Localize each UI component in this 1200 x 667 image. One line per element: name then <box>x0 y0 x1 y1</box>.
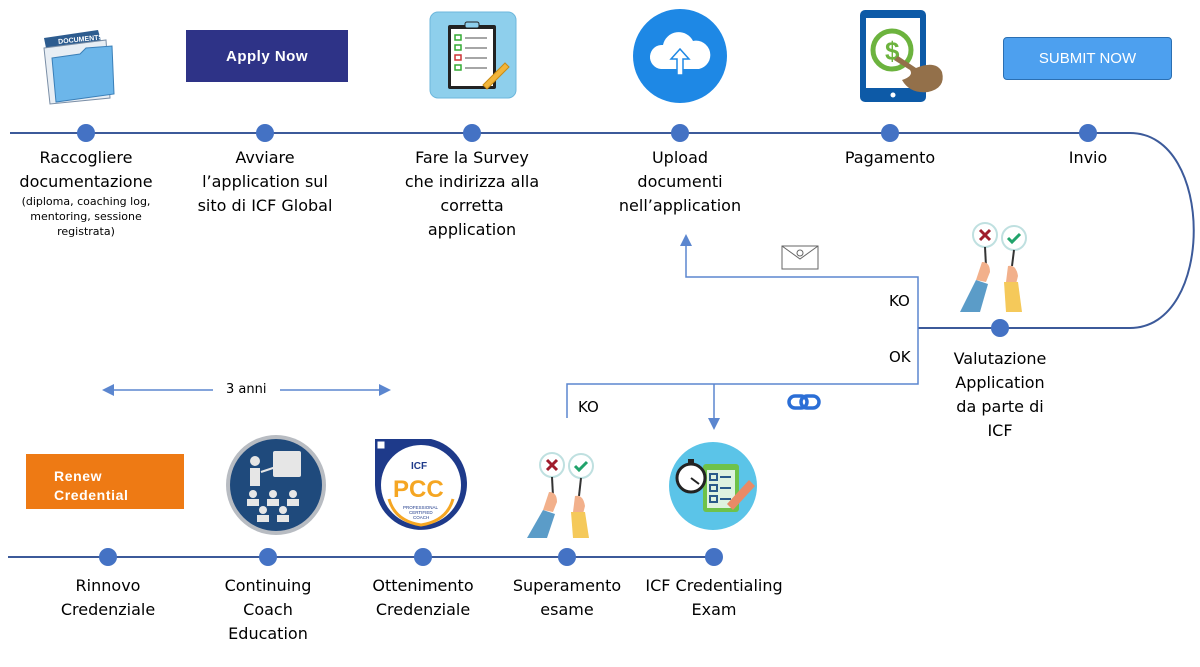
label-subline: mentoring, sessione <box>30 210 142 223</box>
label-line: Raccogliere <box>39 148 133 167</box>
label-line: nell’application <box>618 196 742 215</box>
svg-text:ICF: ICF <box>411 461 427 472</box>
label-line: che indirizza alla <box>404 172 540 191</box>
svg-text:PCC: PCC <box>393 476 444 503</box>
top-step-label-3: Fare la Survey che indirizza alla corretta… <box>405 146 539 242</box>
survey-clipboard-icon <box>429 11 517 99</box>
svg-text:DOCUMENTS: DOCUMENTS <box>58 34 104 46</box>
bottom-step-label-4: Superamento esame <box>513 574 621 622</box>
renew-line-1: Renew <box>54 468 103 484</box>
ok-path <box>566 328 919 418</box>
label-line: Continuing <box>224 576 312 595</box>
exam-stopwatch-icon <box>669 442 757 530</box>
label-subline: registrata) <box>57 225 115 238</box>
link-icon[interactable] <box>787 393 821 411</box>
timeline-dot-evaluation <box>991 319 1009 337</box>
label-line: Credenziale <box>60 600 156 619</box>
exam-ko-label: KO <box>578 398 599 416</box>
documents-folder-icon: DOCUMENTS <box>36 24 120 108</box>
label-line: Upload <box>651 148 709 167</box>
label-line: sito di ICF Global <box>197 196 333 215</box>
label-line: Invio <box>1068 148 1108 167</box>
top-step-label-6: Invio <box>1069 146 1108 170</box>
timeline-dot-bottom-5 <box>705 548 723 566</box>
apply-now-button[interactable]: Apply Now <box>186 30 348 82</box>
label-line: Application <box>955 373 1045 392</box>
timeline-dot-top-6 <box>1079 124 1097 142</box>
label-line: application <box>427 220 517 239</box>
ok-label: OK <box>889 348 911 366</box>
timeline-dot-top-1 <box>77 124 95 142</box>
label-line: documenti <box>637 172 723 191</box>
label-line: l’application sul <box>202 172 328 191</box>
top-step-label-1: Raccogliere documentazione (diploma, coach… <box>19 146 152 239</box>
label-line: Superamento <box>512 576 622 595</box>
label-line: documentazione <box>19 172 153 191</box>
timeline-dot-bottom-4 <box>558 548 576 566</box>
svg-text:PROFESSIONAL: PROFESSIONAL <box>403 505 439 510</box>
label-line: esame <box>540 600 594 619</box>
duration-label: 3 anni <box>226 382 267 397</box>
label-line: Valutazione <box>953 349 1047 368</box>
label-line: Pagamento <box>844 148 936 167</box>
label-line: ICF Credentialing <box>645 576 783 595</box>
label-line: Avviare <box>235 148 295 167</box>
ko-path <box>680 234 919 328</box>
ko-label: KO <box>889 292 910 310</box>
label-line: Credenziale <box>375 600 471 619</box>
timeline-dot-bottom-1 <box>99 548 117 566</box>
approve-reject-signs-icon <box>958 222 1038 312</box>
top-timeline <box>10 132 1195 329</box>
label-line: Ottenimento <box>372 576 474 595</box>
classroom-education-icon <box>225 434 327 536</box>
tablet-payment-icon: $ <box>858 8 950 104</box>
timeline-dot-top-4 <box>671 124 689 142</box>
label-line: ICF <box>987 421 1013 440</box>
timeline-dot-top-3 <box>463 124 481 142</box>
renew-credential-button[interactable]: Renew Credential <box>26 454 184 509</box>
submit-now-button[interactable]: SUBMIT NOW <box>1003 37 1172 80</box>
top-step-label-2: Avviare l’application sul sito di ICF Glob… <box>198 146 333 218</box>
label-line: da parte di <box>956 397 1044 416</box>
email-icon <box>781 245 819 270</box>
top-step-label-5: Pagamento <box>845 146 935 170</box>
label-line: Rinnovo <box>75 576 141 595</box>
timeline-dot-bottom-3 <box>414 548 432 566</box>
label-line: Fare la Survey <box>415 148 529 167</box>
svg-text:CERTIFIED: CERTIFIED <box>409 510 433 515</box>
top-step-label-4: Upload documenti nell’application <box>619 146 741 218</box>
label-subline: (diploma, coaching log, <box>21 195 151 208</box>
timeline-dot-top-2 <box>256 124 274 142</box>
timeline-dot-top-5 <box>881 124 899 142</box>
exam-approve-reject-signs-icon <box>527 448 607 538</box>
renew-line-2: Credential <box>54 487 129 503</box>
svg-text:COACH: COACH <box>413 515 429 520</box>
label-line: Exam <box>691 600 737 619</box>
label-line: corretta <box>440 196 504 215</box>
label-line: Coach <box>243 600 293 619</box>
pcc-badge-icon: ICF PCC PROFESSIONAL CERTIFIED COACH <box>373 437 469 533</box>
label-line: Education <box>228 624 308 643</box>
cloud-upload-icon <box>633 9 727 103</box>
timeline-dot-bottom-2 <box>259 548 277 566</box>
